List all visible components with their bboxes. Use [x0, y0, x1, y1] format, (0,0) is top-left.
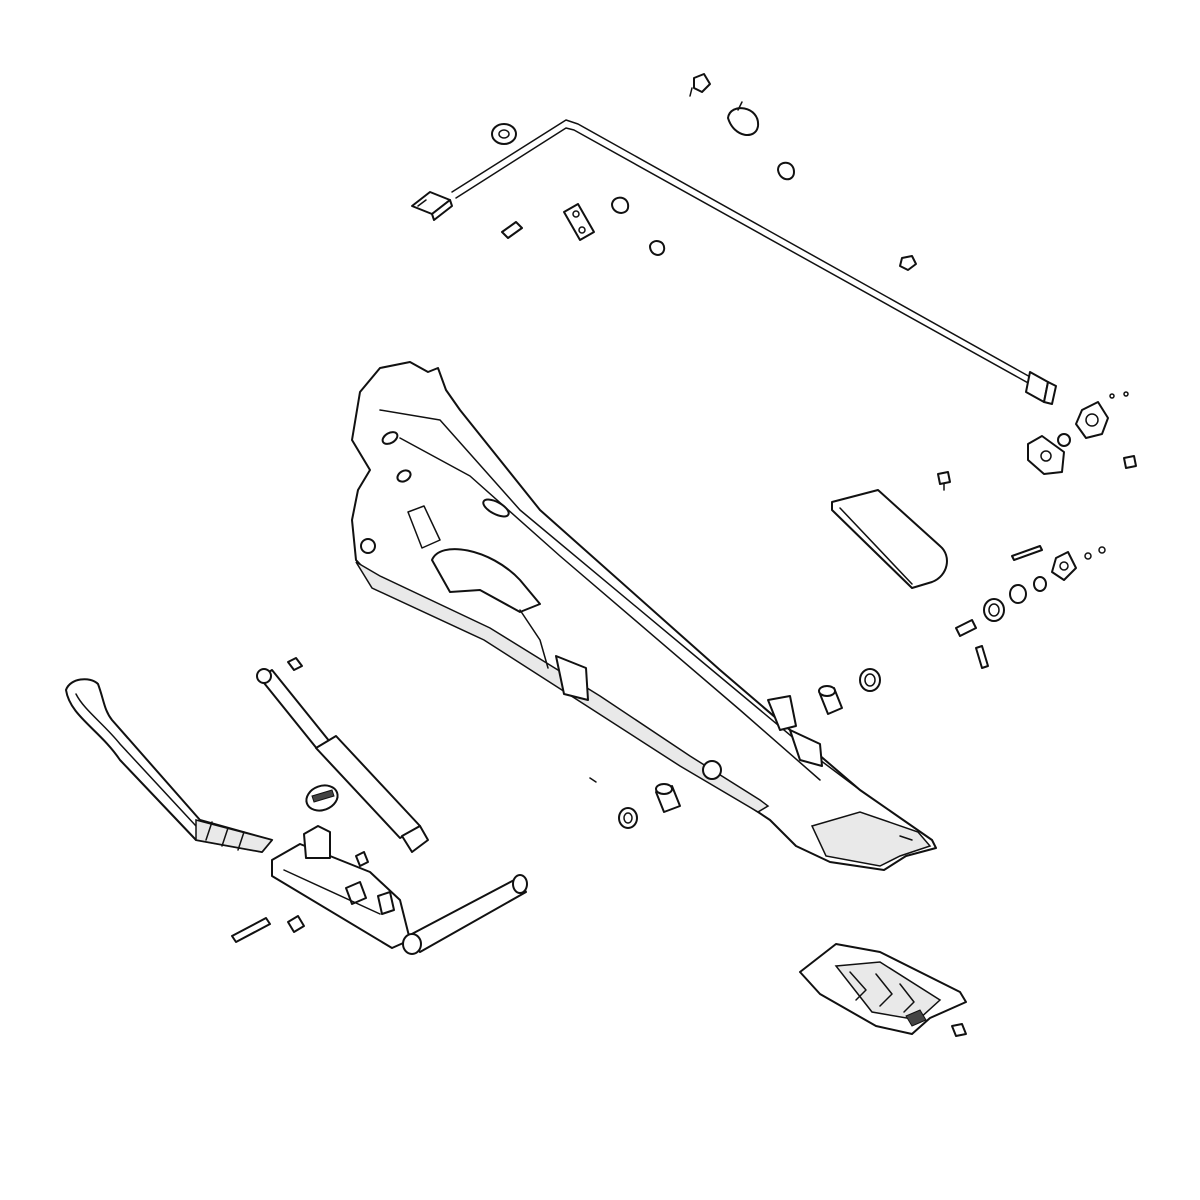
nut-top-right	[899, 255, 917, 271]
bushing-lower	[655, 783, 681, 813]
set-screw	[975, 645, 989, 669]
gas-spring-nut	[287, 657, 303, 671]
ring-upper	[859, 668, 881, 692]
gas-spring	[256, 668, 429, 853]
bolt-right	[1123, 455, 1137, 469]
ring-lower	[618, 807, 638, 829]
release-handle-bracket	[271, 825, 411, 949]
bulb-socket	[689, 73, 711, 97]
pin-small-mid	[589, 777, 597, 783]
pivot-washer-3	[1033, 576, 1047, 592]
rotary-actuator	[1075, 401, 1109, 439]
seat-frame-rail	[351, 361, 937, 871]
skid-plate	[799, 943, 967, 1035]
pivot-bushing-plate	[1051, 551, 1077, 581]
bolt-mid-right	[937, 471, 951, 491]
pivot-bolt	[955, 619, 977, 637]
harness-connector-left	[411, 191, 453, 221]
pedal-arm	[65, 678, 274, 853]
small-washers-pivot	[1084, 546, 1106, 560]
pivot-washer-2	[1009, 584, 1027, 604]
bushing-upper	[818, 685, 843, 715]
pivot-washer-1	[983, 598, 1005, 622]
cable-tie	[727, 101, 760, 136]
harness-connector-right	[1025, 371, 1057, 405]
oval-cap	[305, 784, 339, 812]
cover-panel	[831, 489, 948, 589]
clip-upper-right	[777, 161, 795, 181]
bracket-nut-lower	[287, 915, 305, 933]
flange-plate	[1027, 435, 1065, 475]
washer-right-a	[1057, 433, 1071, 447]
skid-plate-screw	[951, 1023, 967, 1037]
bracket-nut	[355, 851, 369, 867]
clip-mid-top	[611, 196, 630, 214]
bracket-bolt-long	[231, 917, 271, 943]
clip-lower-top	[649, 240, 666, 256]
release-handle-bar	[402, 874, 528, 955]
pivot-pin-long	[1011, 545, 1043, 561]
grommet	[491, 123, 517, 145]
wiring-harness	[411, 119, 1057, 405]
small-washers-right	[1109, 391, 1129, 399]
screw-small-top	[501, 221, 523, 239]
mounting-plate-small	[563, 203, 595, 241]
